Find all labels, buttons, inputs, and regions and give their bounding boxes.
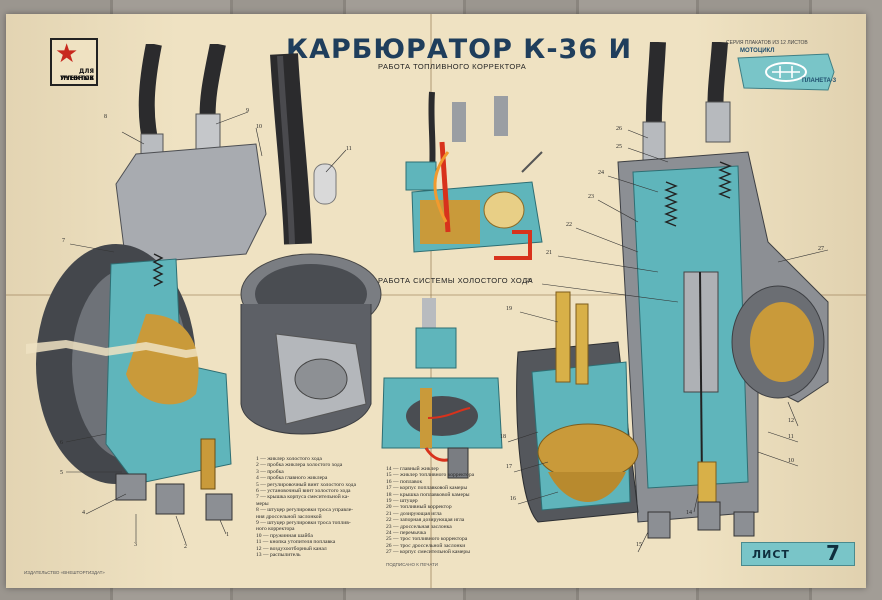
izh-logo-icon	[737, 53, 835, 91]
callout-3: 3	[134, 542, 137, 548]
legend-left-item: 12 — воздухоотборный канал	[256, 545, 327, 552]
sheet-label: ЛИСТ 7	[741, 541, 855, 566]
series-note: СЕРИЯ ПЛАКАТОВ ИЗ 12 ЛИСТОВ	[726, 40, 808, 46]
callout-12-right: 12	[788, 418, 794, 424]
legend-right-item: 21 — дозирующая игла	[386, 510, 442, 517]
legend-right-item: 20 — топливный корректор	[386, 504, 452, 511]
legend-left-item: 11 — кнопка утопителя поплавка	[256, 539, 336, 546]
legend-left-item: 4 — пробка главного жиклера	[256, 475, 328, 482]
legend-right-item: 27 — корпус смесительной камеры	[386, 549, 470, 556]
callout-23: 23	[588, 194, 594, 200]
callout-19: 19	[506, 306, 512, 312]
legend-right-item: 15 — жиклер топливного корректора	[386, 472, 475, 479]
legend-left-item: 5 — регулировочный винт холостого хода	[256, 481, 356, 488]
legend-right-item: 19 — штуцер	[386, 498, 418, 505]
callout-4: 4	[82, 510, 85, 516]
callout-9: 9	[246, 108, 249, 114]
callout-22: 22	[566, 222, 572, 228]
callout-11-right: 11	[788, 434, 794, 440]
series-line-2: ПЛАНЕТА-3	[802, 78, 837, 84]
legend-left-item: 6 — установочный винт холостого хода	[256, 488, 351, 495]
legend-left-item: 13 — распылитель	[256, 552, 301, 559]
red-star-icon: ★	[55, 39, 79, 69]
legend-left-item: ния дроссельной заслонкой	[256, 513, 322, 520]
series-logo: МОТОЦИКЛ ПЛАНЕТА-3	[736, 48, 837, 92]
legend-left-item: 10 — пружинная шайба	[256, 532, 313, 539]
carburetor-right-illustration	[507, 42, 829, 553]
callout-8: 8	[104, 114, 107, 120]
legend-left-item: меры	[256, 500, 269, 507]
legend-right-item: 18 — крышка поплавковой камеры	[386, 491, 470, 498]
subtitle-fuel-corrector: РАБОТА ТОПЛИВНОГО КОРРЕКТОРА	[378, 62, 527, 71]
sheet-number: 7	[826, 541, 840, 565]
callout-27: 27	[818, 246, 824, 252]
legend-left-item: 7 — крышка корпуса смесительной ка-	[256, 494, 350, 501]
legend-right-item: 16 — поплавок	[386, 478, 423, 485]
callout-10: 10	[256, 124, 262, 130]
legend-left-item: 1 — жиклер холостого хода	[256, 456, 322, 462]
fuel-corrector-diagram	[405, 91, 543, 260]
legend-left-item: ного корректора	[256, 526, 295, 533]
callout-25: 25	[616, 144, 622, 150]
callout-2: 2	[184, 544, 187, 550]
callout-10-right: 10	[788, 458, 794, 464]
fine-print-left: ИЗДАТЕЛЬСТВО «ВНЕШТОРГИЗДАТ»	[24, 570, 105, 575]
parts-legend-right: 14 — главный жиклер 15 — жиклер топливно…	[386, 466, 474, 556]
poster-title: КАРБЮРАТОР К-36 И	[286, 34, 633, 65]
callout-14: 14	[686, 510, 692, 516]
callout-7: 7	[62, 238, 65, 244]
legend-left-item: 8 — штуцер регулировки троса управле-	[256, 507, 354, 514]
legend-left-item: 9 — штуцер регулировки троса топлив-	[256, 520, 351, 527]
badge-line-1: ДЛЯ УЧЕБНЫХ	[59, 68, 94, 82]
legend-right-item: 22 — запорная дозирующая игла	[386, 517, 465, 524]
fine-print-center: ПОДПИСАНО К ПЕЧАТИ	[386, 562, 439, 567]
callout-5: 5	[60, 470, 63, 476]
callout-21: 21	[546, 250, 552, 256]
fold-line-horizontal	[6, 294, 866, 296]
carburetor-left-illustration	[26, 44, 382, 545]
sheet-word: ЛИСТ	[752, 548, 790, 561]
training-badge: ★ ДЛЯ УЧЕБНЫХ ПУНКТОВ	[50, 38, 98, 86]
series-line-1: МОТОЦИКЛ	[740, 48, 775, 54]
legend-left-item: 2 — пробка жиклера холостого хода	[256, 462, 343, 469]
callout-11: 11	[346, 146, 352, 152]
callout-20: 20	[526, 278, 532, 284]
legend-right-item: 24 — перемычка	[386, 530, 426, 537]
legend-left-item: 3 — пробка	[256, 468, 284, 475]
legend-right-item: 23 — дроссельная заслонка	[386, 523, 452, 530]
badge-line-2: ПУНКТОВ	[60, 75, 94, 82]
legend-right-item: 17 — корпус поплавковой камеры	[386, 485, 468, 492]
callout-6: 6	[60, 440, 63, 446]
legend-right-item: 25 — трос топливного корректора	[386, 536, 468, 543]
legend-right-item: 14 — главный жиклер	[386, 466, 439, 472]
callout-15: 15	[636, 542, 642, 548]
callout-1: 1	[226, 532, 229, 538]
legend-right-item: 26 — трос дроссельной заслонки	[386, 542, 466, 549]
poster-sheet: ★ ДЛЯ УЧЕБНЫХ ПУНКТОВ КАРБЮРАТОР К-36 И …	[6, 14, 866, 588]
callout-24: 24	[598, 170, 604, 176]
callout-17: 17	[506, 464, 512, 470]
callout-16: 16	[510, 496, 516, 502]
callout-26: 26	[616, 126, 622, 132]
subtitle-idle-system: РАБОТА СИСТЕМЫ ХОЛОСТОГО ХОДА	[378, 276, 534, 285]
idle-system-diagram	[381, 298, 503, 479]
parts-legend-left: 1 — жиклер холостого хода 2 — пробка жик…	[256, 456, 356, 559]
callout-18: 18	[500, 434, 506, 440]
